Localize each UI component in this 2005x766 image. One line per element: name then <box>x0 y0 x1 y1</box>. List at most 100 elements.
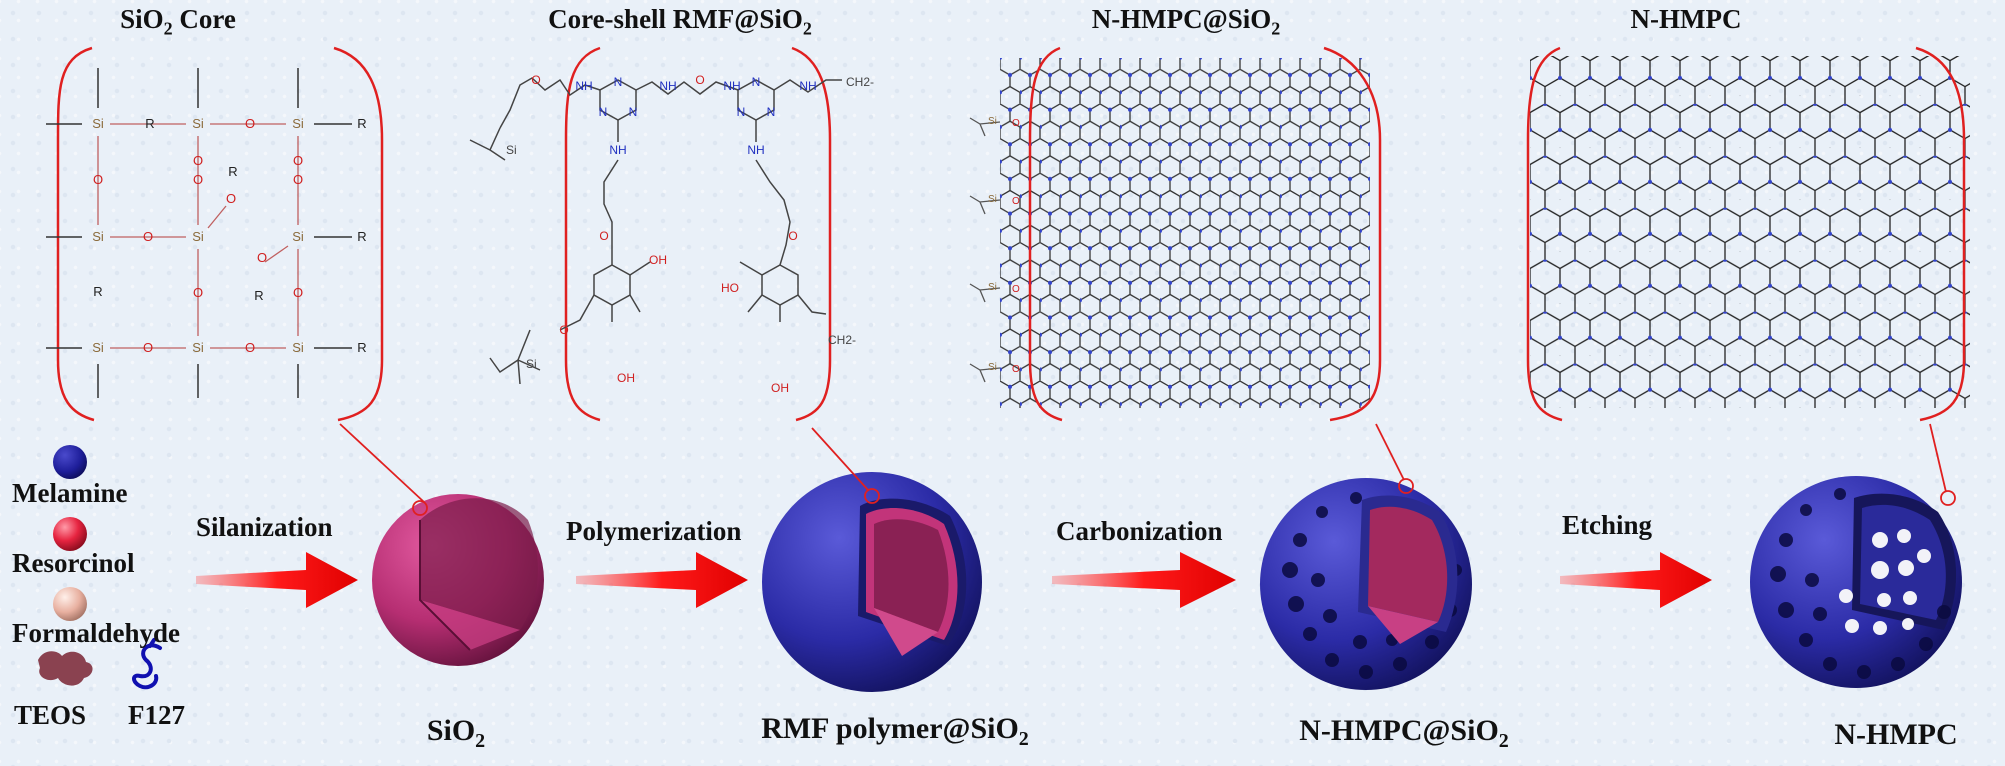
svg-text:O: O <box>143 340 153 355</box>
teos-icon <box>38 651 93 686</box>
sphere-nhmpc <box>1750 476 1962 688</box>
legend-resorcinol: Resorcinol <box>12 548 135 578</box>
svg-text:Si: Si <box>92 116 104 131</box>
nhmpc-sio2-structure: O O O O Si Si Si Si <box>969 46 1382 422</box>
left-bracket-2 <box>564 46 601 422</box>
svg-text:Si: Si <box>92 229 104 244</box>
step-etching: Etching <box>1562 510 1653 540</box>
step-silanization: Silanization <box>196 512 333 542</box>
svg-text:OH: OH <box>771 381 789 395</box>
svg-text:O: O <box>245 340 255 355</box>
svg-text:NH: NH <box>747 143 764 157</box>
svg-text:Si: Si <box>988 116 997 127</box>
right-bracket-2 <box>791 46 832 422</box>
svg-text:R: R <box>254 288 263 303</box>
svg-text:NH: NH <box>659 79 676 93</box>
svg-text:R: R <box>357 340 366 355</box>
sphere-sio2 <box>372 494 544 666</box>
arrow-etching <box>1560 552 1712 608</box>
legend-formaldehyde: Formaldehyde <box>12 618 180 648</box>
svg-text:O: O <box>245 116 255 131</box>
svg-text:R: R <box>357 229 366 244</box>
svg-text:Si: Si <box>526 357 537 371</box>
panel-title-nhmpc: N-HMPC <box>1630 4 1742 34</box>
svg-text:O: O <box>193 153 203 168</box>
svg-text:O: O <box>226 191 236 206</box>
svg-text:N: N <box>629 105 638 119</box>
f127-icon <box>132 638 162 690</box>
svg-text:O: O <box>193 285 203 300</box>
rmf-structure: NH NH NH NH NH NH N N N N N N O O O O O … <box>469 46 874 422</box>
label-sio2: SiO2 <box>426 714 486 752</box>
svg-text:Si: Si <box>292 340 304 355</box>
svg-text:Si: Si <box>292 116 304 131</box>
svg-text:R: R <box>228 164 237 179</box>
panel-title-rmf-sio2: Core-shell RMF@SiO2 <box>548 4 812 39</box>
svg-text:HO: HO <box>721 281 739 295</box>
svg-text:O: O <box>193 172 203 187</box>
svg-text:O: O <box>1012 118 1020 129</box>
svg-text:NH: NH <box>799 79 816 93</box>
arrow-carbonization <box>1052 552 1236 608</box>
svg-text:O: O <box>293 153 303 168</box>
svg-text:O: O <box>531 73 540 87</box>
arrow-polymerization <box>576 552 748 608</box>
svg-text:R: R <box>145 116 154 131</box>
svg-text:Si: Si <box>292 229 304 244</box>
left-bracket-1 <box>56 46 95 422</box>
melamine-icon <box>53 445 87 479</box>
svg-text:O: O <box>143 229 153 244</box>
legend-melamine: Melamine <box>12 478 128 508</box>
svg-text:OH: OH <box>617 371 635 385</box>
svg-text:Si: Si <box>506 143 517 157</box>
formaldehyde-icon <box>53 587 87 621</box>
step-carbonization: Carbonization <box>1056 516 1223 546</box>
svg-text:R: R <box>93 284 102 299</box>
legend-teos: TEOS <box>14 700 87 730</box>
svg-text:Si: Si <box>988 282 997 293</box>
sphere-rmf-sio2 <box>762 472 982 692</box>
legend-icons <box>38 445 162 690</box>
svg-text:R: R <box>357 116 366 131</box>
svg-text:N: N <box>737 105 746 119</box>
svg-text:O: O <box>1012 364 1020 375</box>
svg-text:CH2-: CH2- <box>846 75 874 89</box>
svg-text:N: N <box>767 105 776 119</box>
right-bracket-4 <box>1915 46 1966 422</box>
svg-text:CH2-: CH2- <box>828 333 856 347</box>
svg-text:NH: NH <box>723 79 740 93</box>
left-bracket-3 <box>1028 46 1063 422</box>
sphere-nhmpc-sio2 <box>1260 478 1472 690</box>
label-nhmpc-sio2: N-HMPC@SiO2 <box>1299 714 1509 752</box>
svg-text:N: N <box>752 75 761 89</box>
svg-text:O: O <box>293 285 303 300</box>
label-rmf-polymer-sio2: RMF polymer@SiO2 <box>761 712 1029 750</box>
svg-text:O: O <box>93 172 103 187</box>
panel-title-sio2-core: SiO2 Core <box>120 4 236 39</box>
nhmpc-structure <box>1526 46 1970 422</box>
svg-text:Si: Si <box>192 340 204 355</box>
svg-text:O: O <box>1012 196 1020 207</box>
svg-text:Si: Si <box>988 362 997 373</box>
svg-text:NH: NH <box>575 79 592 93</box>
svg-text:OH: OH <box>649 253 667 267</box>
svg-text:Si: Si <box>192 116 204 131</box>
svg-text:Si: Si <box>92 340 104 355</box>
svg-text:Si: Si <box>988 194 997 205</box>
step-polymerization: Polymerization <box>566 516 742 546</box>
svg-text:O: O <box>559 323 568 337</box>
resorcinol-icon <box>53 517 87 551</box>
svg-text:O: O <box>599 229 608 243</box>
panel-title-nhmpc-sio2: N-HMPC@SiO2 <box>1091 4 1281 39</box>
process-arrows <box>196 552 1712 608</box>
svg-text:Si: Si <box>192 229 204 244</box>
zoom-indicators <box>339 423 1956 516</box>
right-bracket-3 <box>1323 46 1382 422</box>
svg-text:N: N <box>614 75 623 89</box>
svg-text:O: O <box>293 172 303 187</box>
legend-f127: F127 <box>128 700 185 730</box>
arrow-silanization <box>196 552 358 608</box>
